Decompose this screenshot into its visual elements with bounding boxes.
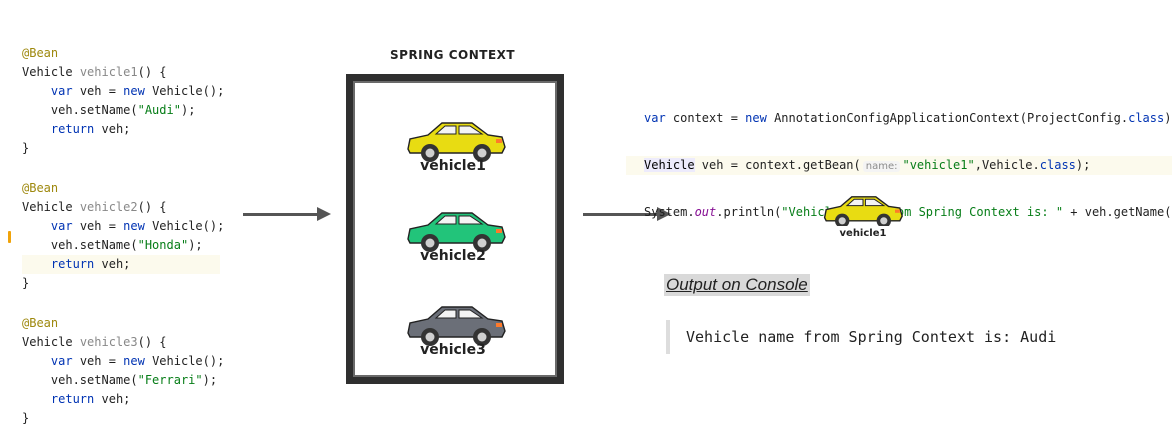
spring-context-box <box>346 74 564 384</box>
bean-var-line: var veh = new Vehicle(); <box>50 219 225 233</box>
bean-return-line: return veh; <box>50 122 131 136</box>
bean-setname-line: veh.setName("Audi"); <box>50 103 196 117</box>
blank-line <box>22 293 224 314</box>
arrow-to-context-icon <box>243 207 331 221</box>
car-label-vehicle2: vehicle2 <box>420 248 486 264</box>
console-output: Vehicle name from Spring Context is: Aud… <box>666 320 1056 354</box>
bean-return-line: return veh; <box>50 392 131 406</box>
bean-annotation: @Bean <box>22 46 59 60</box>
spring-context-title: SPRING CONTEXT <box>390 48 516 62</box>
car-label-vehicle3: vehicle3 <box>420 342 486 358</box>
result-car-shape <box>823 196 903 226</box>
bean-signature: Vehicle vehicle3() { <box>22 335 167 349</box>
car-label-vehicle1: vehicle1 <box>420 158 486 174</box>
bean-close-brace: } <box>22 411 30 425</box>
bean-setname-line: veh.setName("Honda"); <box>50 238 203 252</box>
blank-line <box>22 158 224 179</box>
bean-signature: Vehicle vehicle2() { <box>22 200 167 214</box>
get-bean-code: var context = new AnnotationConfigApplic… <box>626 81 1172 236</box>
bean-var-line: var veh = new Vehicle(); <box>50 84 225 98</box>
bean-close-brace: } <box>22 141 30 155</box>
bean-signature: Vehicle vehicle1() { <box>22 65 167 79</box>
bean-return-line: return veh; <box>22 255 220 274</box>
bean-annotation: @Bean <box>22 181 59 195</box>
code-line-println: System.out.println("Vehicle name from Sp… <box>644 205 1172 219</box>
bean-setname-line: veh.setName("Ferrari"); <box>50 373 218 387</box>
gutter-marker-icon <box>8 231 11 243</box>
result-car-label: vehicle1 <box>839 228 887 239</box>
car-vehicle3-icon <box>407 306 506 346</box>
bean-var-line: var veh = new Vehicle(); <box>50 354 225 368</box>
result-car-icon <box>823 196 903 226</box>
bean-close-brace: } <box>22 276 30 290</box>
car-vehicle2-icon <box>407 212 506 252</box>
spring-context-cars <box>407 122 506 346</box>
console-title: Output on Console <box>664 274 810 296</box>
param-hint: name: <box>862 161 901 172</box>
arrow-to-result-icon <box>583 207 671 221</box>
code-line-getbean: Vehicle veh = context.getBean(name:"vehi… <box>626 156 1172 175</box>
code-line-context: var context = new AnnotationConfigApplic… <box>644 111 1172 125</box>
bean-annotation: @Bean <box>22 316 59 330</box>
car-vehicle1-icon <box>407 122 506 162</box>
